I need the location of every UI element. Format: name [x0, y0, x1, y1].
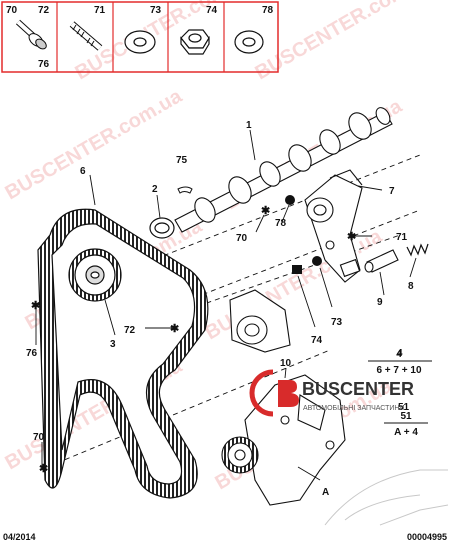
strip-label-78: 78: [262, 5, 274, 16]
callout-2: 2: [152, 184, 158, 195]
footer-code: 00004995: [407, 532, 447, 542]
footer-date: 04/2014: [3, 532, 36, 542]
callout-6: 6: [80, 166, 86, 177]
strip-border: [1, 1, 279, 73]
watermark-3: BUSCENTER.com.ua: [2, 85, 187, 205]
stud-icon: [69, 21, 103, 51]
callout-1: 1: [246, 120, 252, 131]
tensioner-plunger: [364, 249, 399, 273]
car-sketch: [324, 469, 449, 526]
svg-text:✱: ✱: [39, 463, 48, 475]
formula-2-denominator: A + 4: [394, 427, 418, 438]
idler-pulley: [229, 289, 291, 353]
callout-a: A: [322, 487, 329, 498]
formula-group: 4 6 + 7 + 10 51 A + 4: [368, 349, 432, 438]
brand-name: BUSCENTER: [302, 379, 414, 399]
watermark-2: BUSCENTER.com.ua: [252, 0, 437, 84]
strip-label-70: 70: [6, 5, 18, 16]
tensioner-assembly: [304, 169, 363, 283]
nut-74-block: [292, 265, 302, 274]
callout-9: 9: [377, 297, 383, 308]
strip-label-72: 72: [38, 5, 50, 16]
callout-72: 72: [124, 325, 136, 336]
svg-text:✱: ✱: [31, 300, 40, 312]
parts-strip: 70 72 71 73 74 78 76: [1, 1, 279, 73]
callout-51: 51: [398, 402, 410, 413]
svg-text:✱: ✱: [170, 323, 179, 335]
callout-73: 73: [331, 317, 343, 328]
washer-78-dot: [285, 195, 295, 205]
bolt-icon: [15, 19, 47, 50]
strip-label-71: 71: [94, 5, 106, 16]
washer-thin-icon: [234, 30, 264, 54]
callout-4: 4: [397, 348, 403, 359]
formula-1-numerator: 4: [396, 349, 402, 360]
callout-labels: 1 2 3 4 6 7 8 9 10 51 70 70 71 72 73 74 …: [26, 120, 414, 498]
svg-text:✱: ✱: [347, 231, 356, 243]
leader-lines: [35, 129, 417, 481]
callout-74: 74: [311, 335, 323, 346]
callout-70-lower: 70: [33, 432, 45, 443]
formula-1-denominator: 6 + 7 + 10: [376, 365, 421, 376]
washer-icon: [124, 30, 156, 54]
formula-2-numerator: 51: [400, 411, 412, 422]
callout-8: 8: [408, 281, 414, 292]
callout-71: 71: [396, 232, 408, 243]
strip-label-74: 74: [206, 5, 218, 16]
brand-logo: BUSCENTER АВТОМОБІЛЬНІ ЗАПЧАСТИНИ: [249, 369, 414, 417]
callout-70-upper: 70: [236, 233, 248, 244]
callout-76: 76: [26, 348, 38, 359]
brand-tagline: АВТОМОБІЛЬНІ ЗАПЧАСТИНИ: [303, 405, 404, 412]
brand-mark-icon: [249, 369, 274, 417]
strip-label-76: 76: [38, 59, 50, 70]
star-markers: ✱ ✱ ✱ ✱ ✱: [31, 205, 356, 475]
washer-73-dot: [312, 256, 322, 266]
nut-icon: [180, 29, 210, 55]
tensioner-spring: [406, 243, 429, 257]
svg-text:✱: ✱: [261, 205, 270, 217]
timing-belt: [37, 208, 209, 499]
callout-3: 3: [110, 339, 116, 350]
callout-78: 78: [275, 218, 287, 229]
camshaft-seal: [149, 217, 175, 239]
crank-sprocket: [68, 248, 122, 302]
woodruff-key: [177, 186, 193, 194]
callout-75: 75: [176, 155, 188, 166]
callout-7: 7: [389, 186, 395, 197]
callout-10: 10: [280, 358, 292, 369]
strip-label-73: 73: [150, 5, 162, 16]
camshaft: [174, 107, 393, 233]
